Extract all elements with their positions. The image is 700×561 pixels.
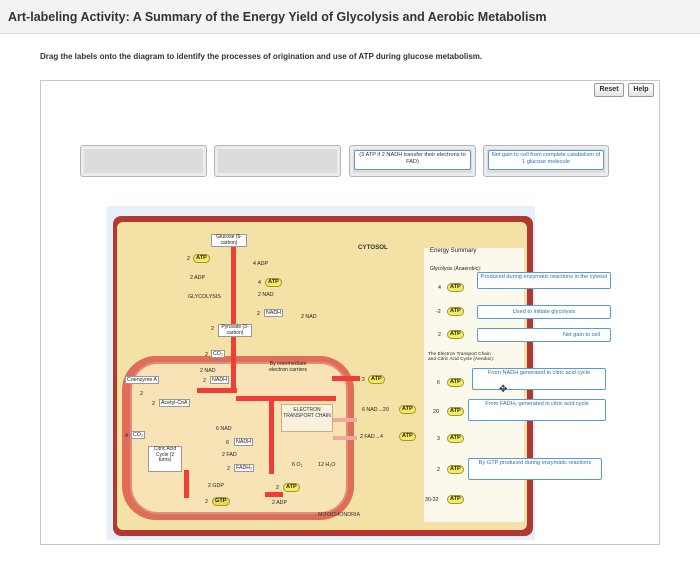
placed-label[interactable]: Used to initiate glycolysis (477, 305, 611, 319)
atp-badge: ATP (265, 278, 282, 287)
glycolysis-label: GLYCOLYSIS (188, 294, 221, 300)
pathway-line (333, 418, 357, 422)
move-cursor-icon: ✥ (499, 384, 508, 395)
reset-button[interactable]: Reset (594, 83, 624, 97)
count-label: 6 (226, 440, 229, 446)
count-label: 4 (125, 433, 128, 439)
fadh2-box: FADH₂ (234, 464, 255, 472)
atp-badge: ATP (447, 434, 464, 443)
fad-arrow-label: 2 FAD→4 (360, 434, 383, 440)
pathway-line (231, 318, 236, 390)
pathway-line (265, 492, 283, 497)
count-label: 2 (203, 378, 206, 384)
atp-badge: ATP (193, 254, 210, 263)
atp-count: 4 (258, 280, 261, 286)
glucose-box: Glucose (6-carbon) (211, 234, 247, 247)
atp-count: 3 (437, 436, 440, 442)
atp-count: 4 (438, 285, 441, 291)
adp-label: 2 ADP (272, 500, 288, 506)
glycolysis-heading: Glycolysis (Anaerobic): (430, 266, 482, 272)
intermediate-carriers-label: By intermediate electron carriers (269, 361, 307, 373)
count-label: 2 (227, 466, 230, 472)
atp-badge: ATP (283, 483, 300, 492)
water-label: 12 H₂O (318, 462, 336, 468)
pathway-line (333, 436, 357, 440)
atp-badge: ATP (399, 432, 416, 441)
atp-count: 2 (187, 256, 190, 262)
electron-transport-chain-box: ELECTRON TRANSPORT CHAIN (281, 404, 333, 432)
pyruvate-box: Pyruvate (3-carbon) (218, 324, 252, 337)
atp-badge: ATP (447, 495, 464, 504)
placed-label[interactable]: Net gain to cell (477, 328, 611, 342)
atp-badge: ATP (447, 283, 464, 292)
atp-count: 2 (438, 332, 441, 338)
atp-count: 6 (437, 380, 440, 386)
gdp-label: 2 GDP (208, 483, 224, 489)
placed-label[interactable]: By GTP produced during enzymatic reactio… (468, 458, 602, 480)
cytosol-label: CYTOSOL (358, 244, 388, 251)
nad-arrow-label: 6 NAD→20 (362, 407, 389, 413)
citric-acid-cycle-box: Citric Acid Cycle (2 turns) (148, 446, 182, 472)
etc-cycle-heading: The Electron Transport Chain and Citric … (428, 352, 495, 363)
count-label: 2 (211, 326, 214, 332)
atp-badge: ATP (447, 307, 464, 316)
count-label: 2 (205, 352, 208, 358)
fad-label: 2 FAD (222, 452, 237, 458)
placed-label[interactable]: From FADH₂ generated in citric acid cycl… (468, 399, 606, 421)
pathway-line (197, 388, 237, 393)
atp-count: -2 (436, 309, 441, 315)
pathway-line (231, 244, 236, 324)
nadh-box: NADH (234, 438, 254, 446)
atp-badge: ATP (399, 405, 416, 414)
energy-summary-title: Energy Summary (430, 248, 477, 254)
nad-label: 2 NAD (301, 314, 317, 320)
atp-badge: ATP (368, 375, 385, 384)
coenzyme-a-box: Coenzyme A (125, 376, 160, 384)
gtp-badge: GTP (212, 497, 230, 506)
atp-badge: ATP (447, 465, 464, 474)
nad-label: 2 NAD (258, 292, 274, 298)
atp-badge: ATP (447, 378, 464, 387)
adp-label: 4 ADP (253, 261, 269, 267)
activity-header: Art-labeling Activity: A Summary of the … (0, 0, 700, 34)
atp-badge: ATP (447, 407, 464, 416)
nad-label: 6 NAD (216, 426, 232, 432)
count-label: 2 (205, 499, 208, 505)
placed-label[interactable]: From NADH generated in citric acid cycle (472, 368, 606, 390)
pathway-line (269, 396, 274, 474)
count-label: 2 (257, 311, 260, 317)
atp-badge: ATP (447, 330, 464, 339)
draggable-label[interactable]: (3 ATP if 2 NADH transfer their electron… (354, 150, 471, 170)
nad-label: 2 NAD (200, 368, 216, 374)
count-label: 2 (152, 401, 155, 407)
pathway-line (332, 376, 360, 381)
pathway-line (184, 470, 189, 498)
mitochondria-label: MITOCHONDRIA (318, 512, 361, 518)
count-label: 2 (140, 391, 143, 397)
co2-box: CO₂ (211, 350, 226, 358)
pathway-line (236, 396, 336, 401)
adp-label: 2 ADP (190, 275, 206, 281)
co2-box: CO₂ (131, 431, 146, 439)
instructions: Drag the labels onto the diagram to iden… (40, 52, 483, 61)
nadh-box: NADH (210, 376, 230, 384)
total-count: 30-32 (425, 497, 439, 503)
activity-title: Art-labeling Activity: A Summary of the … (8, 10, 547, 24)
help-button[interactable]: Help (628, 83, 654, 97)
label-slot[interactable] (214, 145, 341, 177)
oxygen-label: 6 O₂ (292, 462, 303, 468)
draggable-label[interactable]: Net gain to cell from complete catabolis… (488, 150, 604, 170)
acetyl-coa-box: Acetyl-CoA (159, 399, 190, 407)
atp-count: 2 (437, 467, 440, 473)
count-label: 2 (362, 377, 365, 383)
nadh-box: NADH (264, 309, 284, 317)
placed-label[interactable]: Produced during enzymatic reactions in t… (477, 272, 611, 289)
count-label: 2 (276, 485, 279, 491)
label-slot[interactable] (80, 145, 207, 177)
atp-count: 20 (433, 409, 439, 415)
